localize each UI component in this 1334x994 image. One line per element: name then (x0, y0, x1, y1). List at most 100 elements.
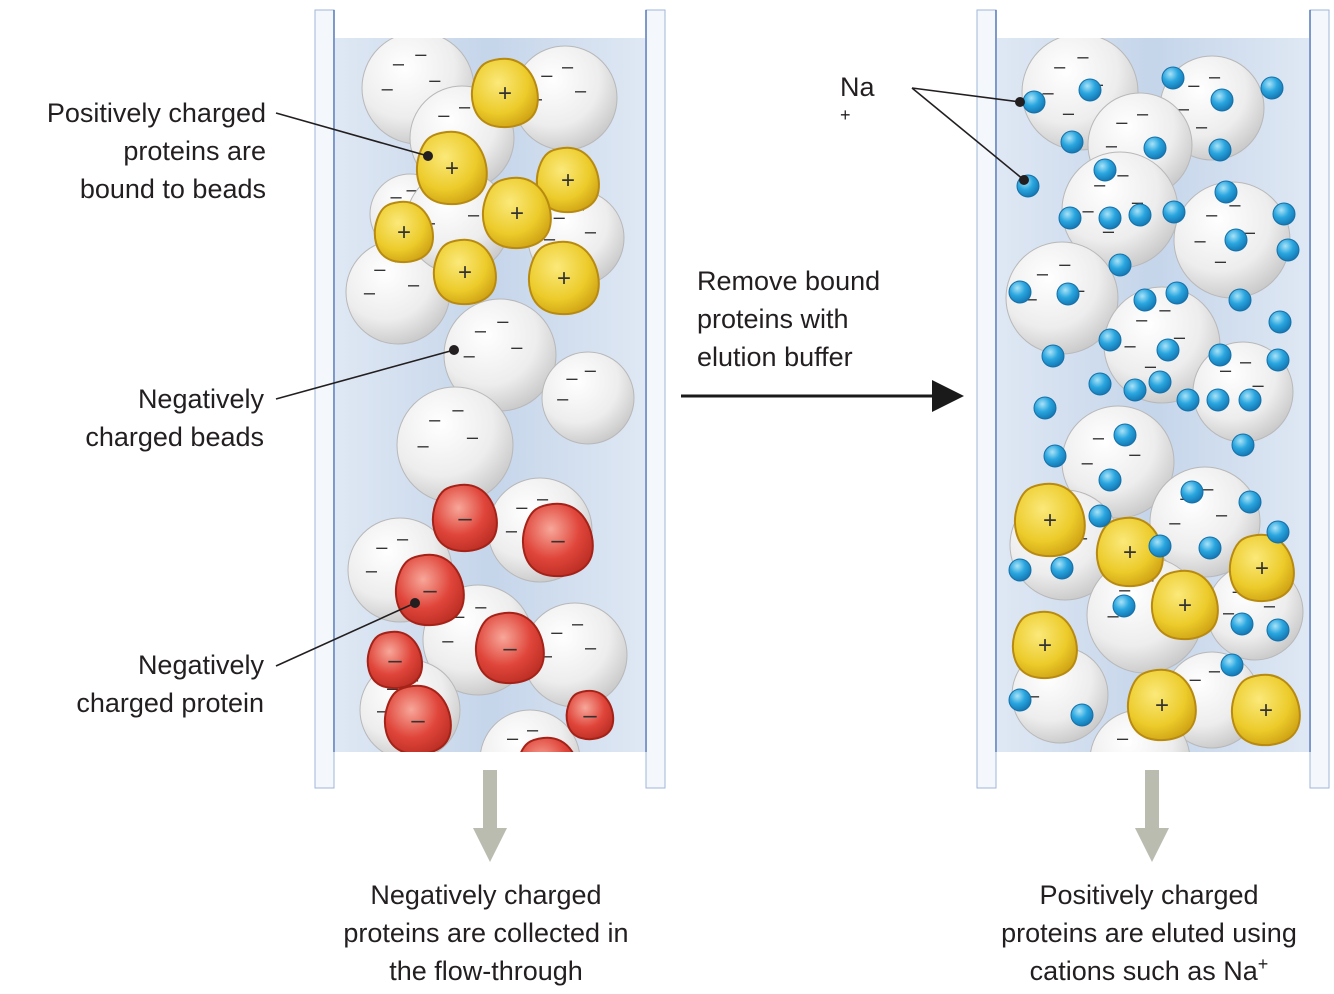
sodium-ion (1113, 423, 1137, 447)
svg-text:–: – (566, 367, 578, 389)
svg-text:–: – (1202, 478, 1214, 500)
svg-text:+: + (1155, 692, 1169, 719)
sodium-ion (1238, 490, 1262, 514)
svg-text:+: + (1178, 592, 1192, 619)
sodium-ion (1041, 344, 1065, 368)
sodium-ion (1260, 76, 1284, 100)
positive-protein: + (482, 176, 552, 250)
svg-text:+: + (1259, 697, 1273, 724)
svg-text:–: – (459, 96, 471, 118)
svg-text:–: – (583, 702, 597, 729)
svg-text:+: + (1043, 507, 1057, 534)
left-column-contents: ––––––––––––––––––––––––––––––––––––––––… (345, 38, 635, 752)
svg-text:+: + (458, 259, 472, 286)
svg-text:–: – (1054, 56, 1066, 78)
svg-text:–: – (497, 310, 509, 332)
sodium-ion (1112, 594, 1136, 618)
sodium-ion (1148, 370, 1172, 394)
svg-text:–: – (1059, 253, 1071, 275)
svg-text:–: – (503, 635, 517, 662)
sodium-ion (1198, 536, 1222, 560)
svg-text:–: – (585, 637, 597, 659)
svg-text:–: – (575, 80, 587, 102)
positive-protein: + (1127, 668, 1197, 742)
sodium-ion (1272, 202, 1296, 226)
sodium-ion (1108, 253, 1132, 277)
svg-text:–: – (376, 537, 388, 559)
negative-bead: –––– (443, 298, 557, 412)
sodium-ion (1230, 612, 1254, 636)
sodium-ion (1266, 348, 1290, 372)
sodium-ion (1008, 280, 1032, 304)
right-output-arrow (1135, 770, 1169, 862)
sodium-ion (1208, 343, 1232, 367)
sodium-ion (1148, 534, 1172, 558)
svg-text:–: – (551, 527, 565, 554)
svg-text:–: – (468, 204, 480, 226)
svg-text:–: – (418, 435, 430, 457)
svg-text:–: – (438, 105, 450, 127)
svg-text:–: – (452, 399, 464, 421)
sodium-ion (1060, 130, 1084, 154)
negative-protein: – (520, 736, 574, 752)
svg-text:–: – (366, 560, 378, 582)
svg-text:–: – (1240, 351, 1252, 373)
leader-na-2 (911, 87, 1025, 181)
svg-text:–: – (1037, 263, 1049, 285)
positive-protein: + (1014, 482, 1086, 558)
sodium-ion (1231, 433, 1255, 457)
sodium-ion (1208, 138, 1232, 162)
sodium-ion (1176, 388, 1200, 412)
right-column-walls (976, 9, 1330, 789)
positive-protein: + (471, 57, 539, 129)
negative-bead: –––– (396, 386, 514, 504)
sodium-ion (1098, 206, 1122, 230)
positive-protein: + (432, 238, 497, 306)
svg-text:–: – (1125, 335, 1137, 357)
svg-text:–: – (1136, 309, 1148, 331)
svg-text:–: – (516, 497, 528, 519)
negative-protein: – (522, 502, 594, 578)
left-output-arrow (473, 770, 507, 862)
svg-text:–: – (388, 647, 402, 674)
svg-text:–: – (429, 70, 441, 92)
svg-text:–: – (408, 274, 420, 296)
svg-text:–: – (1083, 200, 1095, 222)
sodium-ion-label: Na+ (840, 72, 875, 125)
svg-text:–: – (541, 65, 553, 87)
svg-text:–: – (411, 707, 425, 734)
elution-result-label: Positively charged proteins are eluted u… (1001, 880, 1297, 986)
sodium-ion (1266, 520, 1290, 544)
svg-text:–: – (527, 719, 539, 741)
svg-text:–: – (1159, 299, 1171, 321)
svg-text:+: + (561, 167, 575, 194)
svg-text:–: – (1216, 504, 1228, 526)
negative-protein: – (366, 630, 424, 690)
svg-text:–: – (557, 388, 569, 410)
svg-text:–: – (1106, 135, 1118, 157)
svg-text:–: – (382, 78, 394, 100)
positive-protein: + (1229, 533, 1295, 603)
sodium-ion (1070, 703, 1094, 727)
svg-text:–: – (1169, 512, 1181, 534)
negative-protein: – (384, 684, 452, 752)
positive-protein: + (1231, 673, 1301, 747)
negative-protein: – (395, 553, 465, 627)
svg-text:–: – (1117, 164, 1129, 186)
svg-text:–: – (415, 43, 427, 65)
sodium-ion (1238, 388, 1262, 412)
svg-text:–: – (1209, 66, 1221, 88)
svg-text:+: + (445, 155, 459, 182)
svg-text:–: – (1215, 250, 1227, 272)
positive-protein: + (1012, 610, 1078, 680)
svg-text:–: – (551, 622, 563, 644)
svg-text:–: – (1137, 103, 1149, 125)
svg-text:–: – (1209, 660, 1221, 682)
sodium-ion (1268, 310, 1292, 334)
leader-negative-protein (275, 602, 416, 667)
svg-text:+: + (1123, 539, 1137, 566)
svg-text:–: – (1116, 112, 1128, 134)
svg-text:–: – (1043, 82, 1055, 104)
svg-text:–: – (1082, 452, 1094, 474)
sodium-ion (1165, 281, 1189, 305)
